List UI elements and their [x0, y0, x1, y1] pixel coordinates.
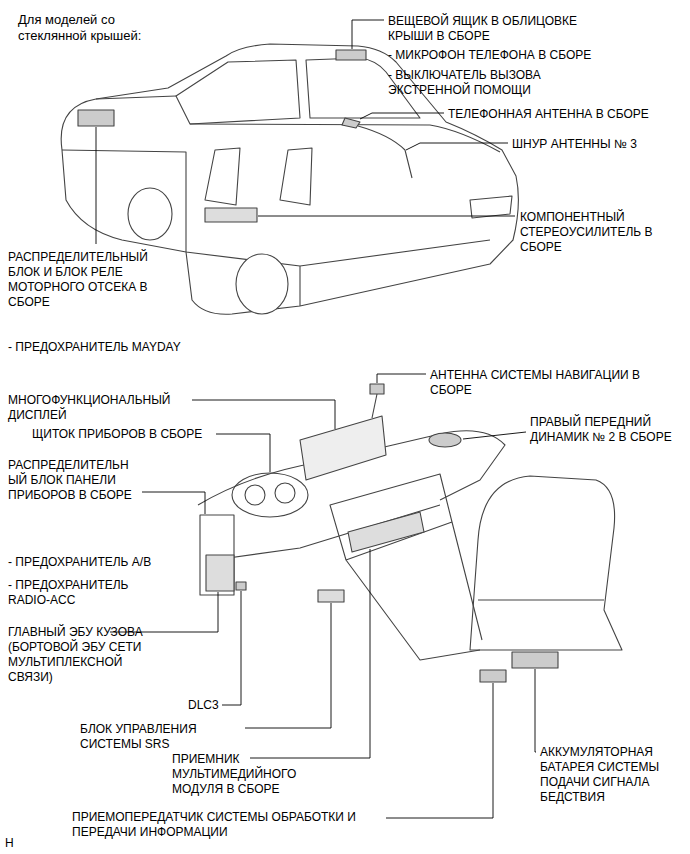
leader-line	[352, 20, 384, 49]
center-console	[330, 474, 482, 660]
part-label: - МИКРОФОН ТЕЛЕФОНА В СБОРЕ	[388, 48, 591, 63]
roof-box-part	[336, 50, 366, 60]
meter-cluster	[232, 473, 308, 517]
leader-line	[142, 492, 205, 514]
part-label: КОМПОНЕНТНЫЙ СТЕРЕОУСИЛИТЕЛЬ В СБОРЕ	[520, 210, 670, 255]
part-label: - ПРЕДОХРАНИТЕЛЬ A/B	[8, 555, 151, 570]
receiver-part	[348, 512, 424, 552]
car-seat	[205, 148, 312, 205]
antenna-cord	[358, 126, 412, 178]
display-part	[300, 416, 386, 480]
leader-line	[386, 683, 493, 818]
part-label: - ПРЕДОХРАНИТЕЛЬ MAYDAY	[8, 340, 181, 355]
part-label: - ВЫКЛЮЧАТЕЛЬ ВЫЗОВА ЭКСТРЕННОЙ ПОМОЩИ	[388, 68, 563, 98]
seat	[470, 476, 622, 650]
meter-gauge	[275, 483, 295, 503]
body-ecu-part	[206, 555, 234, 591]
part-label: ШНУР АНТЕННЫ № 3	[512, 137, 637, 152]
transceiver-part	[480, 670, 506, 682]
car-wheel	[128, 188, 172, 240]
car-window	[176, 60, 300, 124]
battery-part	[512, 652, 558, 668]
car-taillight	[470, 196, 512, 218]
leader-line	[245, 603, 331, 728]
leader-line	[360, 113, 444, 119]
leader-line	[250, 549, 370, 758]
relay-block-part	[78, 110, 114, 126]
part-label: ЩИТОК ПРИБОРОВ В СБОРЕ	[32, 427, 202, 442]
nav-antenna-part	[370, 384, 384, 394]
part-label: АККУМУЛЯТОРНАЯ БАТАРЕЯ СИСТЕМЫ ПОДАЧИ СИ…	[540, 745, 685, 805]
meter-gauge	[245, 485, 265, 505]
car-wheel	[236, 254, 288, 314]
leader-line	[535, 669, 536, 752]
srs-ecu-part	[318, 590, 344, 602]
leader-line	[258, 216, 515, 217]
leader-line	[216, 434, 270, 472]
amplifier-part	[205, 208, 257, 222]
part-label: АНТЕННА СИСТЕМЫ НАВИГАЦИИ В СБОРЕ	[430, 368, 640, 398]
leader-line	[96, 127, 97, 244]
part-label: ПРИЕМОПЕРЕДАТЧИК СИСТЕМЫ ОБРАБОТКИ И ПЕР…	[72, 810, 382, 840]
part-label: ГЛАВНЫЙ ЭБУ КУЗОВА (БОРТОВОЙ ЭБУ СЕТИ МУ…	[8, 625, 148, 685]
part-label: МНОГОФУНКЦИОНАЛЬНЫЙ ДИСПЛЕЙ	[8, 393, 183, 423]
part-label: БЛОК УПРАВЛЕНИЯ СИСТЕМЫ SRS	[80, 722, 230, 752]
leader-line	[222, 591, 241, 705]
part-label: DLC3	[188, 698, 219, 713]
part-label: H	[5, 836, 14, 851]
part-label: ТЕЛЕФОННАЯ АНТЕННА В СБОРЕ	[448, 107, 649, 122]
part-label: ПРИЕМНИК МУЛЬТИМЕДИЙНОГО МОДУЛЯ В СБОРЕ	[172, 752, 312, 797]
dlc3-part	[236, 582, 246, 590]
leader-line	[192, 400, 335, 429]
junction-block-part	[200, 515, 234, 595]
part-label: ВЕЩЕВОЙ ЯЩИК В ОБЛИЦОВКЕ КРЫШИ В СБОРЕ	[388, 14, 603, 44]
leader-line	[463, 432, 526, 439]
part-label: - ПРЕДОХРАНИТЕЛЬ RADIO-ACC	[8, 578, 158, 608]
phone-antenna-part	[342, 118, 360, 128]
diagram-title: Для моделей со стеклянной крышей:	[18, 12, 168, 44]
speaker-part	[429, 433, 461, 447]
part-label: РАСПРЕДЕЛИТЕЛЬНЫЙ БЛОК И БЛОК РЕЛЕ МОТОР…	[8, 250, 168, 310]
nav-antenna-cord	[372, 394, 377, 418]
part-label: РАСПРЕДЕЛИТЕЛЬН ЫЙ БЛОК ПАНЕЛИ ПРИБОРОВ …	[8, 458, 138, 503]
leader-line	[377, 374, 426, 383]
leader-line	[406, 143, 508, 150]
part-label: ПРАВЫЙ ПЕРЕДНИЙ ДИНАМИК № 2 В СБОРЕ	[530, 415, 680, 445]
